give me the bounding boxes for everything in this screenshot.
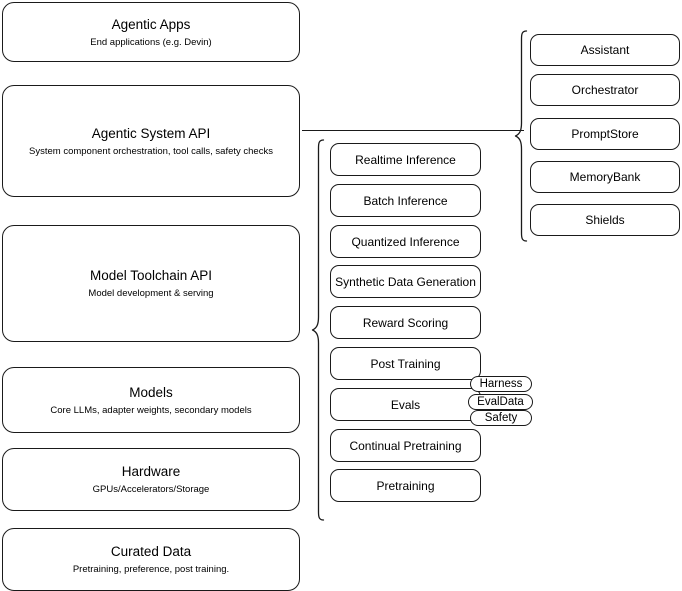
stack-layer-hardware[interactable]: Hardware GPUs/Accelerators/Storage xyxy=(2,448,300,511)
chip-label: Shields xyxy=(585,213,625,227)
chip-label: Batch Inference xyxy=(363,193,448,208)
stack-layer-models[interactable]: Models Core LLMs, adapter weights, secon… xyxy=(2,367,300,433)
chip-label: Orchestrator xyxy=(571,83,639,97)
stack-layer-agentic-system-api[interactable]: Agentic System API System component orch… xyxy=(2,85,300,197)
eval-badge-harness[interactable]: Harness xyxy=(470,376,532,392)
connector-system-api-to-components xyxy=(302,130,524,132)
layer-subtitle: GPUs/Accelerators/Storage xyxy=(92,484,210,495)
chip-label: Pretraining xyxy=(376,478,435,493)
badge-label: Harness xyxy=(479,377,523,390)
chip-label: Quantized Inference xyxy=(351,234,460,249)
chip-label: Realtime Inference xyxy=(355,152,456,167)
chip-label: Post Training xyxy=(370,356,441,371)
system-chip-assistant[interactable]: Assistant xyxy=(530,34,680,66)
chip-label: Assistant xyxy=(580,43,630,57)
chip-label: Reward Scoring xyxy=(362,315,449,330)
system-brace xyxy=(514,30,528,242)
toolchain-chip-realtime-inference[interactable]: Realtime Inference xyxy=(330,143,481,176)
badge-label: Safety xyxy=(484,411,518,424)
eval-badge-eval-data[interactable]: EvalData xyxy=(468,394,533,410)
toolchain-chip-evals[interactable]: Evals xyxy=(330,388,481,421)
layer-title: Hardware xyxy=(121,464,181,479)
toolchain-brace xyxy=(311,139,325,521)
toolchain-chip-post-training[interactable]: Post Training xyxy=(330,347,481,380)
layer-subtitle: System component orchestration, tool cal… xyxy=(29,145,273,157)
layer-subtitle: End applications (e.g. Devin) xyxy=(90,36,212,48)
system-chip-memory-bank[interactable]: MemoryBank xyxy=(530,161,680,193)
stack-layer-agentic-apps[interactable]: Agentic Apps End applications (e.g. Devi… xyxy=(2,2,300,62)
layer-subtitle: Core LLMs, adapter weights, secondary mo… xyxy=(50,404,252,416)
chip-label: MemoryBank xyxy=(569,170,641,184)
system-chip-prompt-store[interactable]: PromptStore xyxy=(530,118,680,150)
chip-label: Synthetic Data Generation xyxy=(335,274,476,289)
badge-label: EvalData xyxy=(477,395,524,408)
toolchain-chip-synthetic-data-generation[interactable]: Synthetic Data Generation xyxy=(330,265,481,298)
system-chip-shields[interactable]: Shields xyxy=(530,204,680,236)
layer-title: Models xyxy=(129,384,173,400)
layer-title: Agentic System API xyxy=(91,125,211,141)
chip-label: PromptStore xyxy=(571,127,639,141)
toolchain-chip-quantized-inference[interactable]: Quantized Inference xyxy=(330,225,481,258)
eval-badge-safety[interactable]: Safety xyxy=(470,410,532,426)
toolchain-chip-reward-scoring[interactable]: Reward Scoring xyxy=(330,306,481,339)
toolchain-chip-pretraining[interactable]: Pretraining xyxy=(330,469,481,502)
toolchain-chip-continual-pretraining[interactable]: Continual Pretraining xyxy=(330,429,481,462)
layer-subtitle: Pretraining, preference, post training. xyxy=(72,564,230,575)
toolchain-chip-batch-inference[interactable]: Batch Inference xyxy=(330,184,481,217)
layer-subtitle: Model development & serving xyxy=(88,288,214,299)
stack-layer-curated-data[interactable]: Curated Data Pretraining, preference, po… xyxy=(2,528,300,591)
stack-layer-model-toolchain-api[interactable]: Model Toolchain API Model development & … xyxy=(2,225,300,342)
chip-label: Continual Pretraining xyxy=(349,438,462,453)
system-chip-orchestrator[interactable]: Orchestrator xyxy=(530,74,680,106)
layer-title: Model Toolchain API xyxy=(89,268,213,283)
layer-title: Curated Data xyxy=(110,544,192,559)
layer-title: Agentic Apps xyxy=(111,16,191,32)
chip-label: Evals xyxy=(390,397,421,412)
